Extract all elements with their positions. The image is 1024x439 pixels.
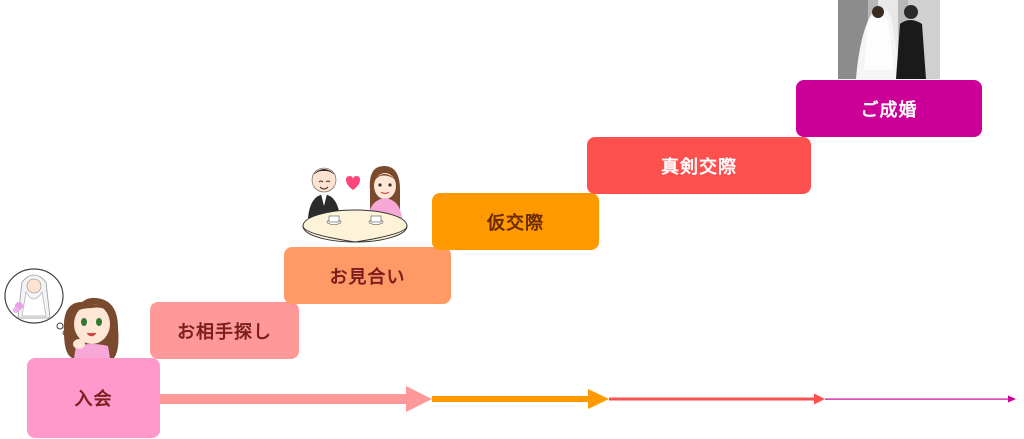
arrow-shaft-1 bbox=[158, 394, 410, 404]
arrow-head-4 bbox=[1008, 395, 1016, 403]
stage-label: お見合い bbox=[329, 266, 406, 288]
stage-serious-dating: 真剣交際 bbox=[587, 137, 811, 194]
arrow-head-1 bbox=[406, 386, 432, 412]
wedding-couple-photo bbox=[838, 0, 940, 79]
stage-partner-search: お相手探し bbox=[150, 302, 299, 359]
stage-omiai: お見合い bbox=[284, 247, 451, 304]
stage-label: 入会 bbox=[74, 389, 113, 410]
stage-label: ご成婚 bbox=[860, 99, 918, 121]
stage-label: 真剣交際 bbox=[661, 156, 737, 178]
arrow-shaft-2 bbox=[432, 396, 592, 402]
stage-label: お相手探し bbox=[177, 321, 272, 343]
wedding-photo-image bbox=[838, 0, 940, 79]
arrow-head-2 bbox=[588, 389, 609, 409]
arrow-head-3 bbox=[814, 393, 825, 405]
stage-join: 入会 bbox=[27, 358, 160, 438]
bride-dreaming-illustration bbox=[4, 268, 119, 358]
arrow-shaft-4 bbox=[825, 398, 1009, 400]
arrow-shaft-3 bbox=[609, 397, 815, 401]
stage-label: 仮交際 bbox=[487, 212, 544, 234]
stage-trial-dating: 仮交際 bbox=[432, 193, 599, 250]
couple-meeting-illustration bbox=[302, 166, 408, 243]
stage-marriage: ご成婚 bbox=[796, 80, 982, 137]
